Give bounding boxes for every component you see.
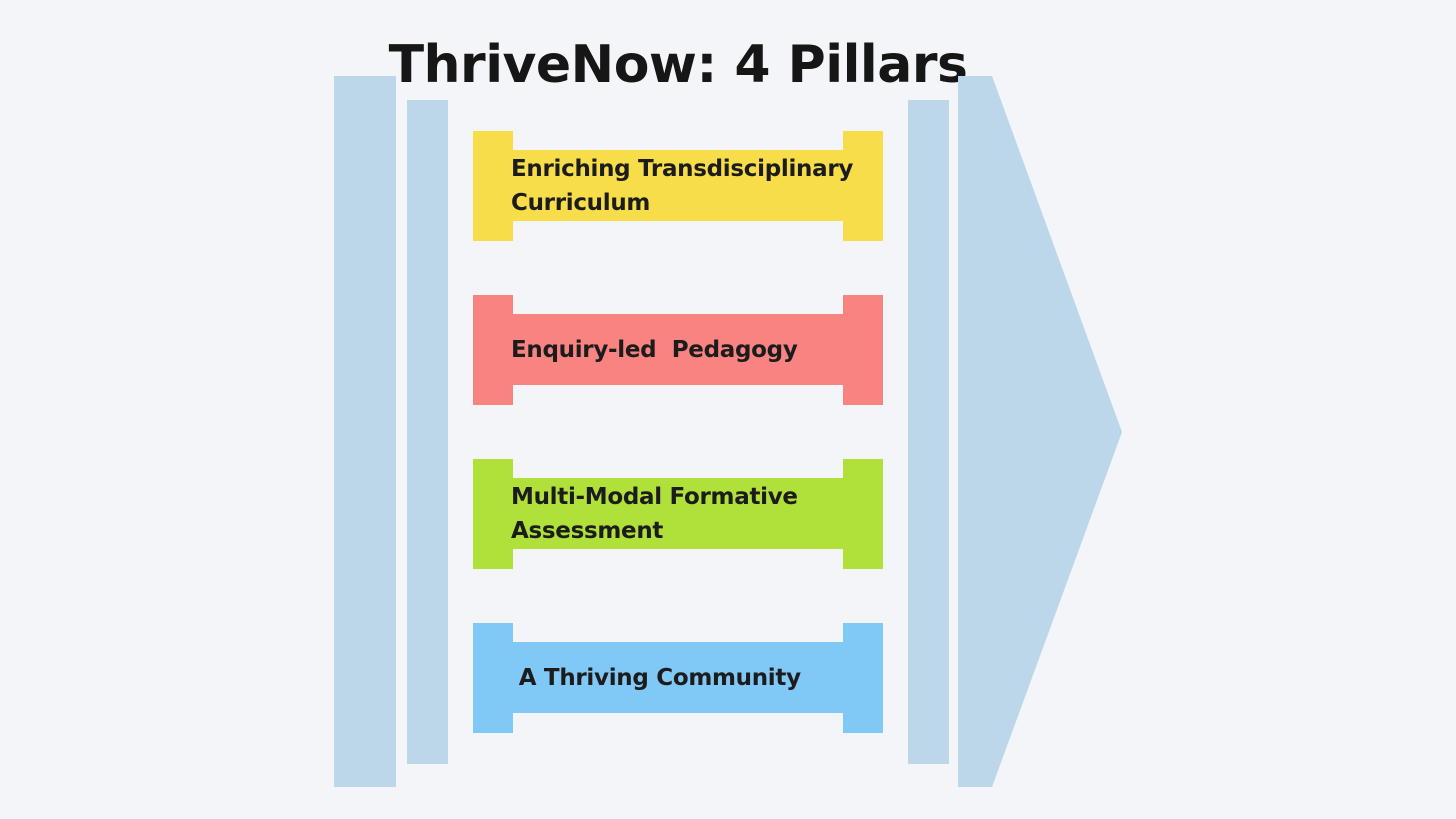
pillar-post-right bbox=[843, 131, 883, 241]
pillar-post-right bbox=[843, 459, 883, 569]
pillar-label: Enquiry-led Pedagogy bbox=[511, 336, 798, 363]
pillar-post-left bbox=[473, 295, 513, 405]
pillar-label: A Thriving Community bbox=[511, 664, 801, 691]
pillar-post-right bbox=[843, 295, 883, 405]
pillar-band bbox=[473, 642, 883, 713]
pillar-community: A Thriving Community bbox=[473, 623, 883, 733]
pillar-post-left bbox=[473, 623, 513, 733]
pillar-post-left bbox=[473, 131, 513, 241]
left-inner-column bbox=[407, 100, 448, 764]
pillar-curriculum: Enriching Transdisciplinary Curriculum bbox=[473, 131, 883, 241]
right-arrow-shape bbox=[958, 76, 1122, 787]
pillar-band bbox=[473, 150, 883, 221]
pillar-post-left bbox=[473, 459, 513, 569]
pillar-band bbox=[473, 478, 883, 549]
right-inner-column bbox=[908, 100, 949, 764]
pillar-label: Enriching Transdisciplinary Curriculum bbox=[511, 155, 854, 216]
pillar-post-right bbox=[843, 623, 883, 733]
diagram-title: ThriveNow: 4 Pillars bbox=[388, 35, 968, 95]
pillar-band bbox=[473, 314, 883, 385]
pillar-pedagogy: Enquiry-led Pedagogy bbox=[473, 295, 883, 405]
pillar-label: Multi-Modal Formative Assessment bbox=[511, 483, 798, 544]
left-outer-column bbox=[334, 76, 396, 787]
pillar-assessment: Multi-Modal Formative Assessment bbox=[473, 459, 883, 569]
